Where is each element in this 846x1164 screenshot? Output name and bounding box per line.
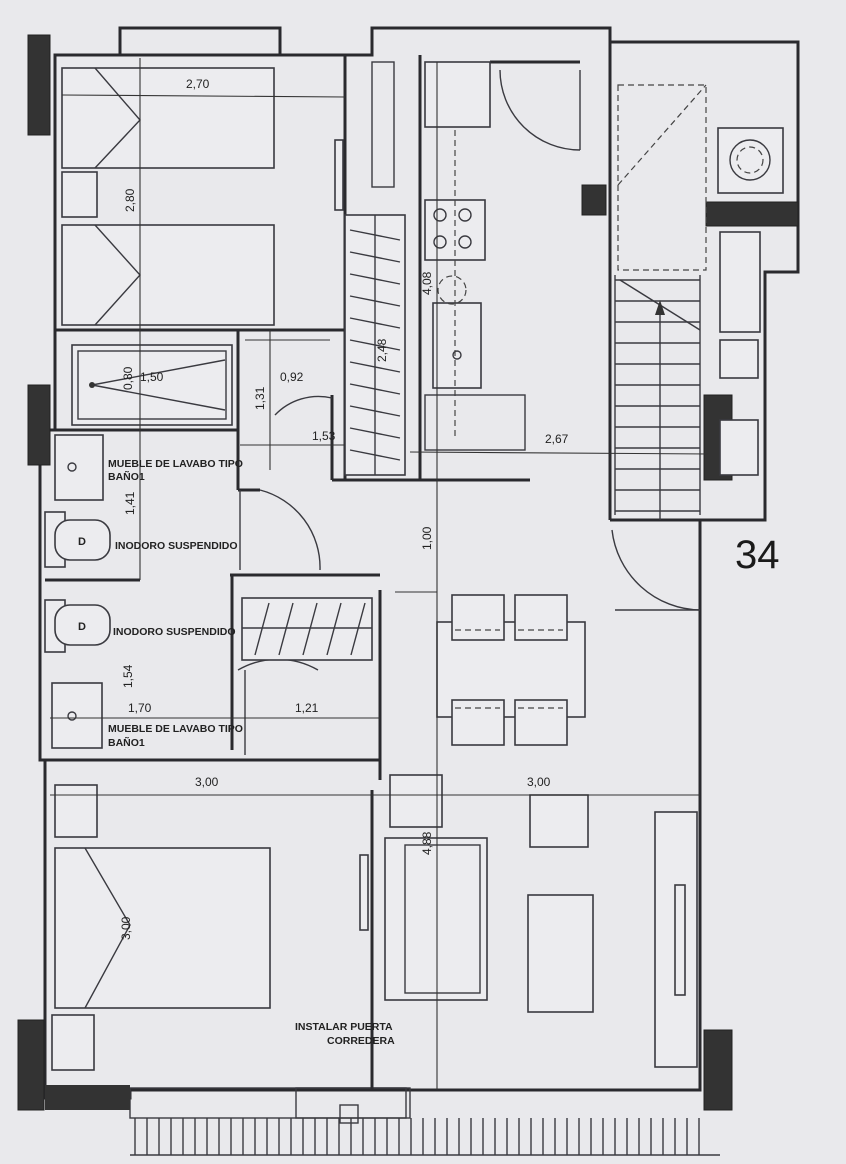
dim-shower-width: 1,50 bbox=[140, 370, 164, 384]
stair-area bbox=[614, 84, 784, 520]
dim-corridor: 1,00 bbox=[420, 526, 434, 550]
closet-2 bbox=[241, 597, 373, 661]
dim-bedroom2-width: 3,00 bbox=[195, 775, 219, 789]
dimension-labels: 2,70 2,80 1,50 0,80 0,92 1,31 1,53 2,48 … bbox=[119, 77, 569, 940]
fixture-labels: MUEBLE DE LAVABO TIPO BAÑO1 INODORO SUSP… bbox=[78, 458, 395, 1047]
label-note-line2: CORREDERA bbox=[327, 1035, 395, 1047]
toilet1-letter: D bbox=[78, 536, 86, 548]
label-sink1-line1: MUEBLE DE LAVABO TIPO bbox=[108, 458, 243, 470]
dining-area bbox=[436, 594, 586, 746]
dim-living-depth: 4,88 bbox=[420, 831, 434, 855]
dim-living-width: 3,00 bbox=[527, 775, 551, 789]
bathroom-1 bbox=[44, 344, 233, 568]
dim-bedroom1-depth: 2,80 bbox=[123, 188, 137, 212]
label-sink2-line2: BAÑO1 bbox=[108, 736, 145, 749]
label-toilet1: INODORO SUSPENDIDO bbox=[115, 540, 238, 552]
bed-2 bbox=[54, 847, 271, 1009]
door-swings bbox=[237, 69, 701, 755]
dim-stair-span: 2,67 bbox=[545, 432, 569, 446]
dim-hall1: 1,53 bbox=[312, 429, 336, 443]
dim-closet1: 2,48 bbox=[375, 338, 389, 362]
washing-machine bbox=[717, 127, 784, 194]
bathroom-2 bbox=[44, 599, 111, 749]
sofa bbox=[384, 837, 488, 1001]
nightstand-1 bbox=[61, 171, 98, 218]
label-toilet2: INODORO SUSPENDIDO bbox=[113, 626, 236, 638]
label-sink1-line2: BAÑO1 bbox=[108, 470, 145, 483]
dim-bath2-depth: 1,54 bbox=[121, 664, 135, 688]
dim-bath2-door: 1,21 bbox=[295, 701, 319, 715]
label-note-line1: INSTALAR PUERTA bbox=[295, 1021, 393, 1033]
toilet-2 bbox=[54, 604, 111, 646]
bed-1a bbox=[61, 67, 275, 169]
dim-kitchen: 4,08 bbox=[420, 271, 434, 295]
shower-tray bbox=[71, 344, 233, 426]
dim-bedroom1-width: 2,70 bbox=[186, 77, 210, 91]
unit-number: 34 bbox=[735, 533, 780, 577]
fridge bbox=[424, 61, 491, 128]
bed-1b bbox=[61, 224, 275, 326]
toilet-1 bbox=[54, 519, 111, 561]
label-sink2-line1: MUEBLE DE LAVABO TIPO bbox=[108, 723, 243, 735]
living-area bbox=[384, 774, 698, 1068]
dim-bath1-door: 0,92 bbox=[280, 370, 304, 384]
dim-bath1-height: 1,31 bbox=[253, 386, 267, 410]
toilet2-letter: D bbox=[78, 621, 86, 633]
kitchen bbox=[424, 61, 526, 451]
sink-1 bbox=[54, 434, 104, 501]
coffee-table bbox=[527, 894, 594, 1013]
window-blocks bbox=[17, 34, 799, 1111]
closet-1 bbox=[344, 214, 406, 476]
bedroom-1 bbox=[61, 67, 344, 326]
kitchen-sink bbox=[432, 302, 482, 389]
balcony-railing bbox=[130, 1118, 720, 1156]
dim-bath2-width: 1,70 bbox=[128, 701, 152, 715]
bedroom-2 bbox=[51, 784, 369, 1071]
dim-shower-depth: 0,80 bbox=[121, 366, 135, 390]
dim-bedroom2-depth: 3,00 bbox=[119, 916, 133, 940]
dimension-lines bbox=[50, 58, 711, 1090]
dim-bath1-depth: 1,41 bbox=[123, 491, 137, 515]
sink-2 bbox=[51, 682, 103, 749]
